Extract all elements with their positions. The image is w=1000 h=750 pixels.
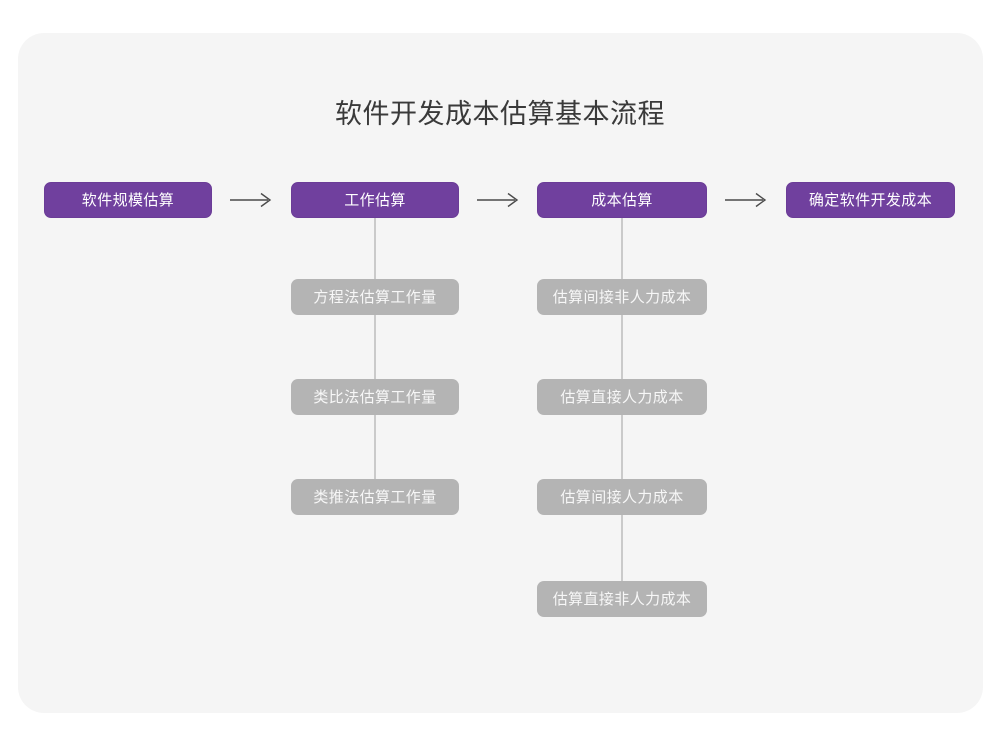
branch-node-equation-method-workload[interactable]: 方程法估算工作量 bbox=[291, 279, 459, 315]
page-title: 软件开发成本估算基本流程 bbox=[335, 99, 665, 129]
branch-node-indirect-labor-cost[interactable]: 估算间接人力成本 bbox=[537, 479, 707, 515]
step-node-software-size-estimation[interactable]: 软件规模估算 bbox=[44, 182, 212, 218]
connector-line-column-2 bbox=[374, 218, 376, 479]
arrow-right-icon-1 bbox=[228, 190, 276, 210]
branch-node-inference-method-workload[interactable]: 类推法估算工作量 bbox=[291, 479, 459, 515]
branch-node-analogy-method-workload[interactable]: 类比法估算工作量 bbox=[291, 379, 459, 415]
step-node-cost-estimation[interactable]: 成本估算 bbox=[537, 182, 707, 218]
diagram-card bbox=[18, 33, 983, 713]
branch-node-direct-non-labor-cost[interactable]: 估算直接非人力成本 bbox=[537, 581, 707, 617]
step-node-work-estimation[interactable]: 工作估算 bbox=[291, 182, 459, 218]
arrow-right-icon-3 bbox=[723, 190, 771, 210]
arrow-right-icon-2 bbox=[475, 190, 523, 210]
step-node-determine-development-cost[interactable]: 确定软件开发成本 bbox=[786, 182, 955, 218]
branch-node-indirect-non-labor-cost[interactable]: 估算间接非人力成本 bbox=[537, 279, 707, 315]
branch-node-direct-labor-cost[interactable]: 估算直接人力成本 bbox=[537, 379, 707, 415]
